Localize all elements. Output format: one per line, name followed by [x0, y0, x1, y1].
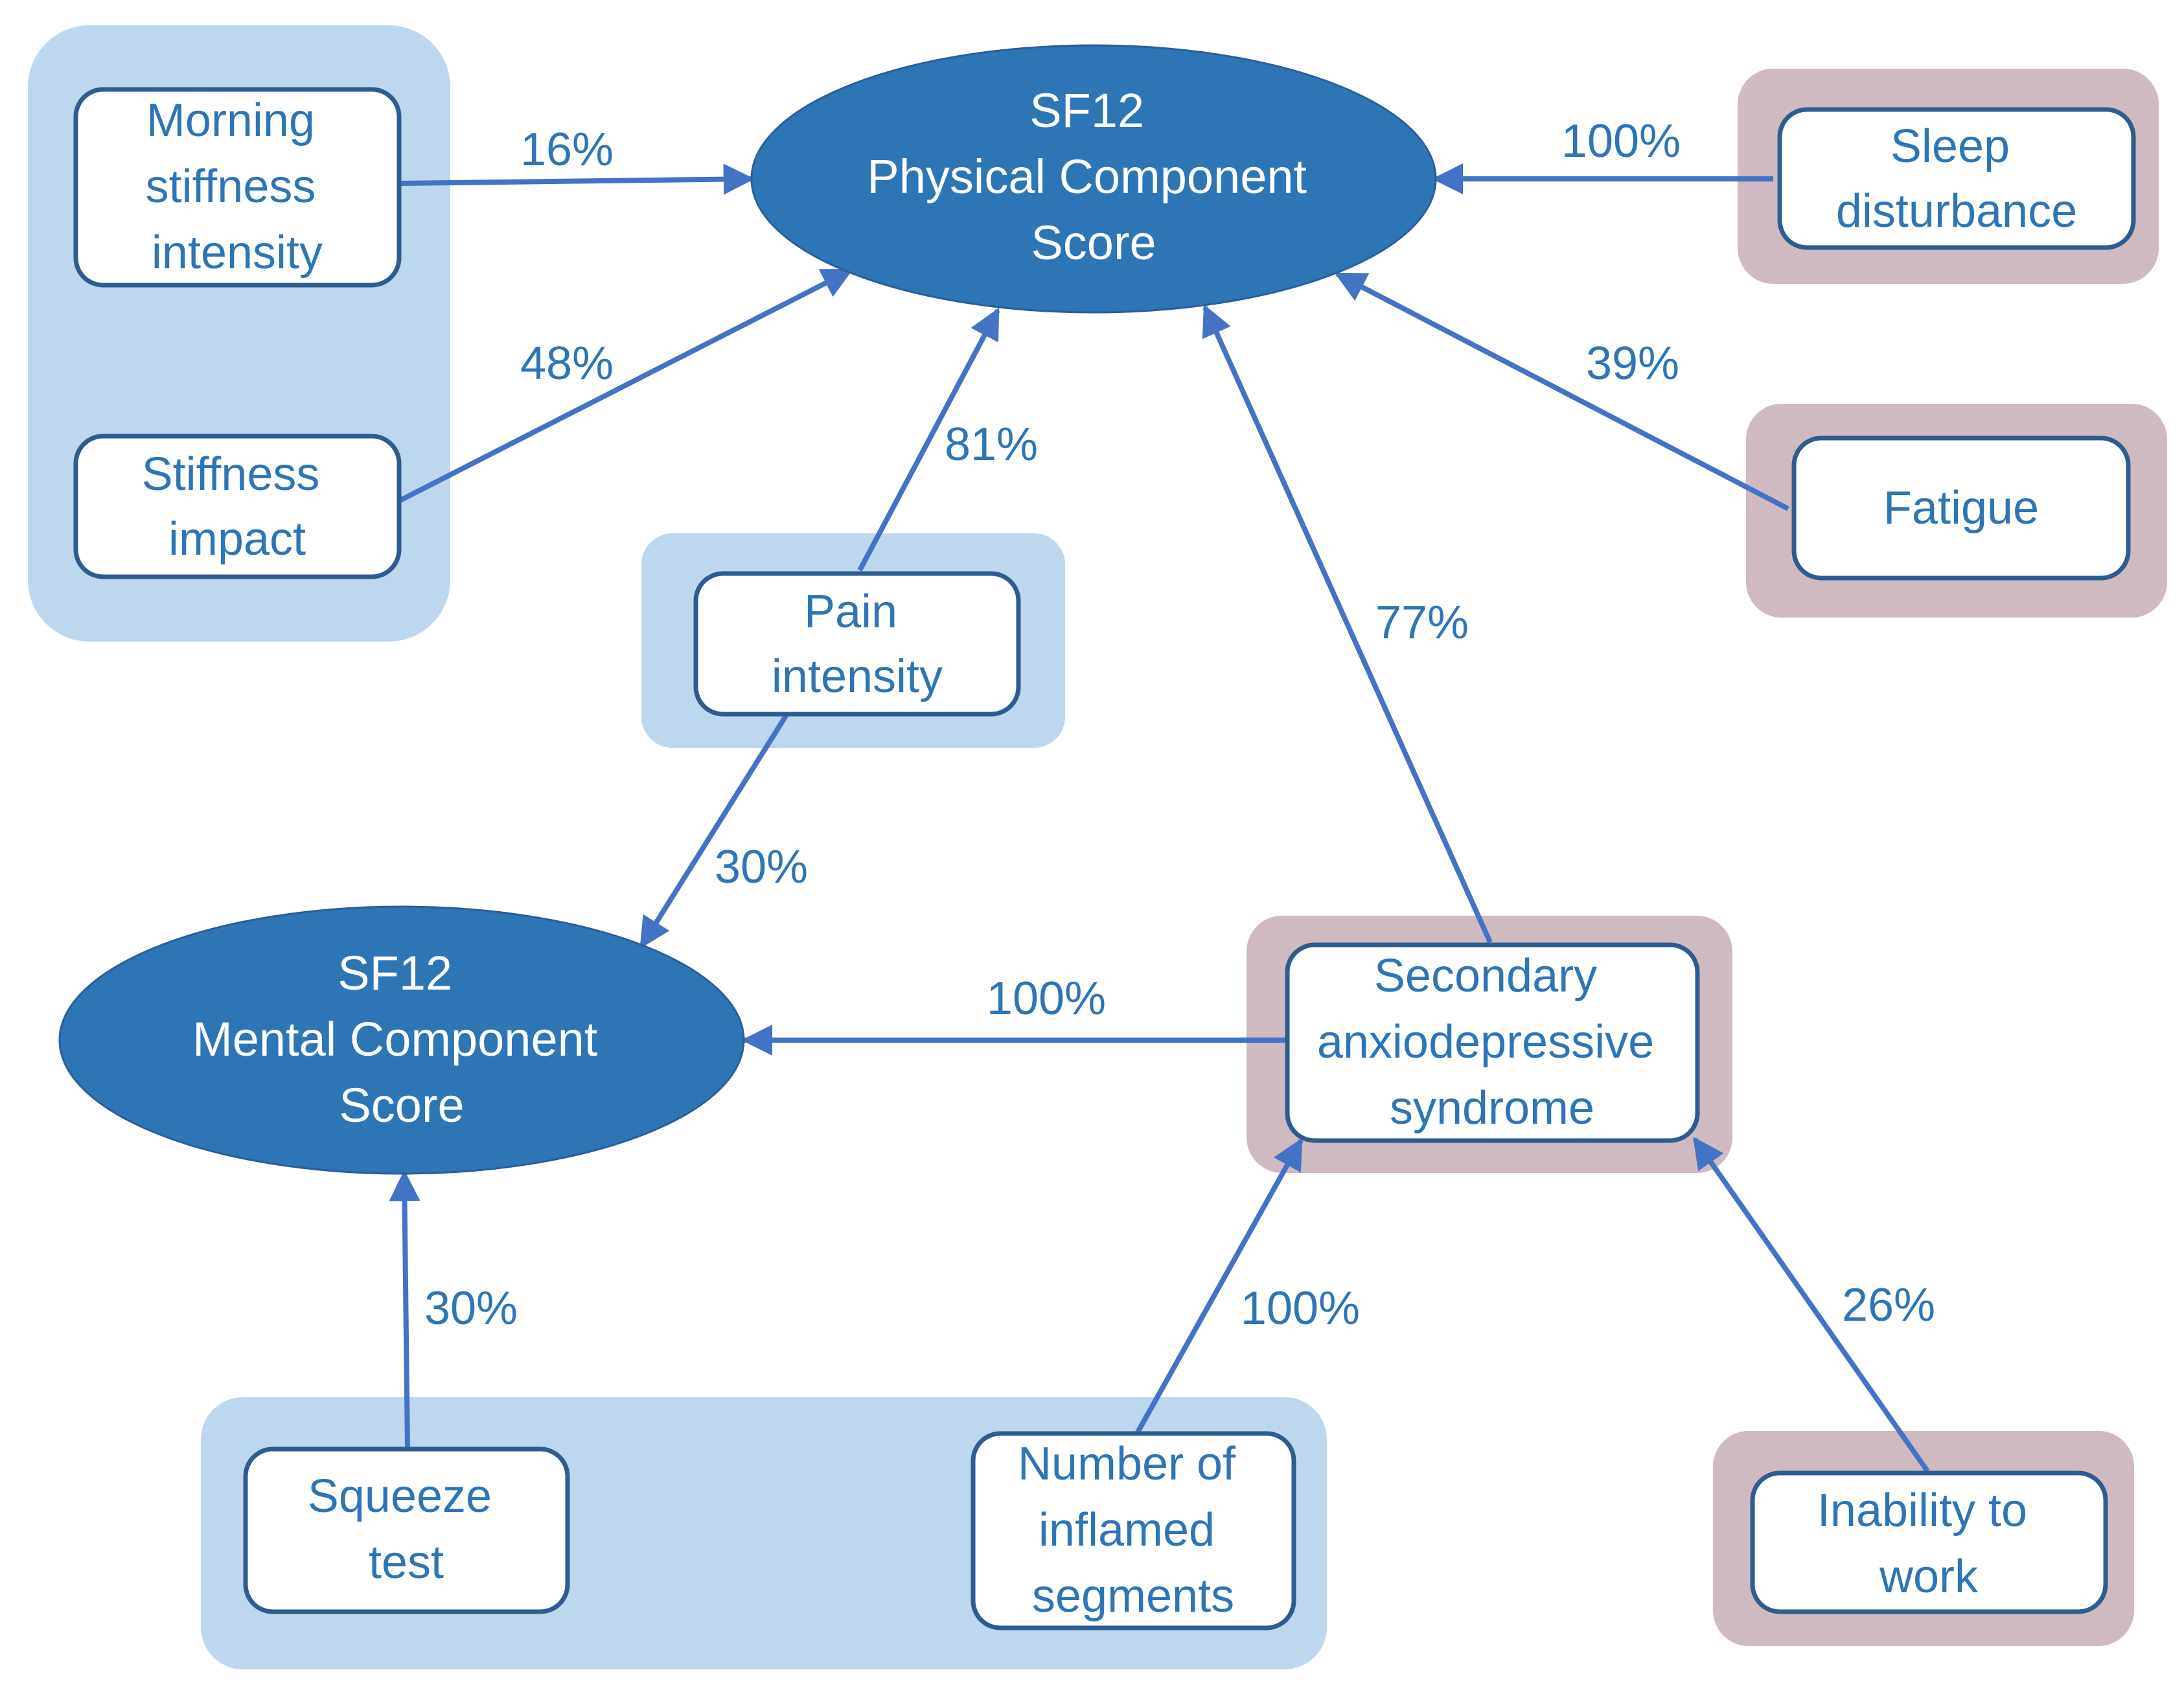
- node-morning-stiffness-box: [73, 87, 402, 288]
- outcome-mcs-line-2: Mental Component: [192, 1012, 598, 1066]
- node-inflamed-segments: Number of inflamed segments: [971, 1431, 1296, 1631]
- node-anxiodepressive-line-1: Secondary: [1374, 950, 1597, 1002]
- outcome-pcs-line-2: Physical Component: [867, 150, 1307, 203]
- node-pain-intensity-box: [693, 571, 1021, 717]
- node-stiffness-impact-line-1: Stiffness: [142, 448, 320, 500]
- node-inability-to-work-label: Inability to work: [1817, 1485, 2040, 1603]
- node-stiffness-impact-box: [73, 434, 402, 579]
- node-inflamed-segments-line-1: Number of: [1018, 1438, 1236, 1490]
- edge-morning-stiffness-to-pcs: [398, 163, 755, 195]
- node-sleep-disturbance-line-2: disturbance: [1836, 185, 2077, 237]
- node-pain-intensity-line-1: Pain: [804, 586, 897, 638]
- outcome-pcs-label: SF12 Physical Component Score: [867, 84, 1320, 270]
- edge-label: 30%: [715, 841, 808, 893]
- edge-squeeze-to-mcs: [389, 1170, 420, 1448]
- edge-inflamed-to-anxiodepressive: [1135, 1137, 1304, 1433]
- node-sleep-disturbance: Sleep disturbance: [1777, 107, 2136, 250]
- edge-label: 48%: [520, 338, 614, 389]
- node-pain-intensity: Pain intensity: [693, 571, 1021, 717]
- edge-label: 81%: [945, 419, 1038, 470]
- node-anxiodepressive: Secondary anxiodepressive syndrome: [1285, 942, 1700, 1143]
- node-anxiodepressive-line-3: syndrome: [1390, 1082, 1594, 1134]
- node-anxiodepressive-label: Secondary anxiodepressive syndrome: [1317, 950, 1667, 1134]
- outcome-mcs-line-1: SF12: [338, 946, 452, 1000]
- edge-label: 39%: [1586, 338, 1679, 389]
- node-pain-intensity-line-2: intensity: [772, 651, 943, 702]
- edge-label: 16%: [520, 124, 614, 176]
- node-stiffness-impact-label: Stiffness impact: [142, 448, 333, 565]
- outcome-mcs: SF12 Mental Component Score: [58, 905, 745, 1175]
- node-squeeze-test-line-1: Squeeze: [308, 1470, 492, 1522]
- node-inability-to-work-line-1: Inability to: [1817, 1485, 2027, 1537]
- edge-label: 100%: [1241, 1283, 1360, 1334]
- node-morning-stiffness-line-2: stiffness: [146, 161, 316, 213]
- edge-pain-to-mcs: [639, 713, 789, 949]
- node-fatigue-box: [1791, 435, 2131, 581]
- node-inflamed-segments-line-3: segments: [1032, 1570, 1234, 1622]
- node-inability-to-work: Inability to work: [1750, 1470, 2108, 1614]
- outcome-mcs-label: SF12 Mental Component Score: [192, 946, 611, 1132]
- edge-stiffness-impact-to-pcs: [398, 268, 854, 504]
- edge-label: 100%: [1561, 115, 1681, 167]
- edge-label: 30%: [424, 1283, 518, 1334]
- node-fatigue-line-1: Fatigue: [1883, 482, 2039, 534]
- outcome-mcs-shape: [58, 905, 745, 1175]
- node-anxiodepressive-box: [1285, 942, 1700, 1143]
- node-pain-intensity-label: Pain intensity: [772, 586, 943, 702]
- node-inflamed-segments-label: Number of inflamed segments: [1018, 1438, 1248, 1622]
- node-sleep-disturbance-box: [1777, 107, 2136, 250]
- node-squeeze-test-line-2: test: [369, 1537, 444, 1588]
- outcome-pcs-line-1: SF12: [1029, 84, 1144, 137]
- edge-anxiodepressive-to-pcs: [1202, 304, 1493, 944]
- outcome-pcs: SF12 Physical Component Score: [750, 44, 1437, 314]
- node-fatigue-label: Fatigue: [1883, 482, 2039, 534]
- node-inflamed-segments-box: [971, 1431, 1296, 1631]
- node-squeeze-test: Squeeze test: [243, 1446, 570, 1614]
- node-morning-stiffness-line-1: Morning: [146, 95, 315, 146]
- node-inability-to-work-line-2: work: [1879, 1551, 1979, 1603]
- node-sleep-disturbance-label: Sleep disturbance: [1836, 121, 2077, 237]
- edge-label: 100%: [987, 973, 1106, 1025]
- edge-label: 77%: [1375, 597, 1469, 649]
- outcome-mcs-line-3: Score: [339, 1078, 464, 1132]
- node-anxiodepressive-line-2: anxiodepressive: [1317, 1016, 1654, 1068]
- node-stiffness-impact: Stiffness impact: [73, 434, 402, 579]
- node-inflamed-segments-line-2: inflamed: [1039, 1504, 1215, 1556]
- node-squeeze-test-label: Squeeze test: [308, 1470, 505, 1588]
- outcome-pcs-line-3: Score: [1031, 216, 1156, 270]
- node-morning-stiffness: Morning stiffness intensity: [73, 87, 402, 288]
- node-stiffness-impact-line-2: impact: [168, 513, 306, 565]
- node-sleep-disturbance-line-1: Sleep: [1891, 121, 2010, 172]
- outcome-pcs-shape: [750, 44, 1437, 314]
- edge-label: 26%: [1842, 1279, 1935, 1331]
- edge-fatigue-to-pcs: [1334, 272, 1789, 511]
- node-morning-stiffness-label: Morning stiffness intensity: [146, 95, 329, 279]
- node-morning-stiffness-line-3: intensity: [152, 227, 323, 279]
- edge-work-to-anxiodepressive: [1692, 1137, 1930, 1473]
- node-inability-to-work-box: [1750, 1470, 2108, 1614]
- edge-pain-to-pcs: [857, 307, 1000, 572]
- node-squeeze-test-box: [243, 1446, 570, 1614]
- node-fatigue: Fatigue: [1791, 435, 2131, 581]
